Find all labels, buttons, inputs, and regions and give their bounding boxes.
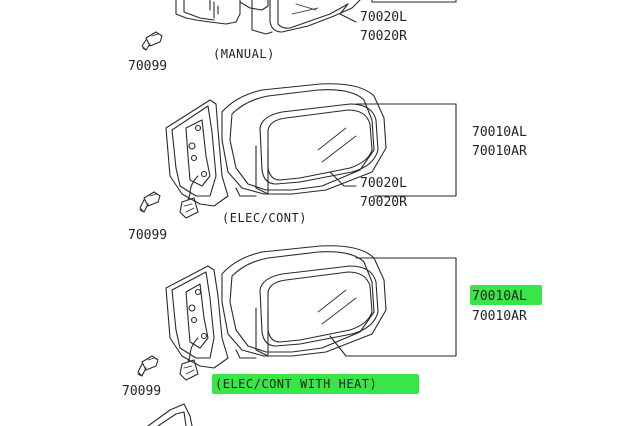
part-number-70010al-group-3: 70010AL xyxy=(472,289,527,304)
bolt-icon-group-1 xyxy=(141,31,163,51)
bolt-part-number-group-3: 70099 xyxy=(122,384,162,399)
mirror-assembly-manual xyxy=(175,0,361,35)
highlight-part-70010al xyxy=(470,285,542,305)
part-number-70010ar-group-3: 70010AR xyxy=(472,309,527,324)
caption-elec-cont-with-heat: (ELEC/CONT WITH HEAT) xyxy=(215,377,378,391)
mirror-assembly-elec-cont-heat xyxy=(165,245,387,381)
part-number-70020r-group-1: 70020R xyxy=(360,29,407,44)
part-number-70020l-group-2: 70020L xyxy=(360,176,407,191)
mirror-assembly-elec-cont xyxy=(165,83,387,219)
part-number-70010al-group-2: 70010AL xyxy=(472,125,527,140)
mirror-assembly-partial-bottom xyxy=(147,403,193,426)
part-number-70010ar-group-2: 70010AR xyxy=(472,144,527,159)
caption-manual: (MANUAL) xyxy=(213,47,275,61)
highlight-caption-heat xyxy=(212,374,419,394)
bolt-part-number-group-2: 70099 xyxy=(128,228,168,243)
leader-lines-group-2 xyxy=(329,103,457,197)
bolt-part-number-group-1: 70099 xyxy=(128,59,168,74)
bolt-icon-group-3 xyxy=(137,355,159,377)
leader-lines-group-1 xyxy=(339,0,457,23)
part-number-70020r-group-2: 70020R xyxy=(360,195,407,210)
caption-elec-cont: (ELEC/CONT) xyxy=(222,211,307,225)
part-number-70020l-group-1: 70020L xyxy=(360,10,407,25)
bolt-icon-group-2 xyxy=(139,191,161,213)
leader-lines-group-3 xyxy=(329,257,457,357)
